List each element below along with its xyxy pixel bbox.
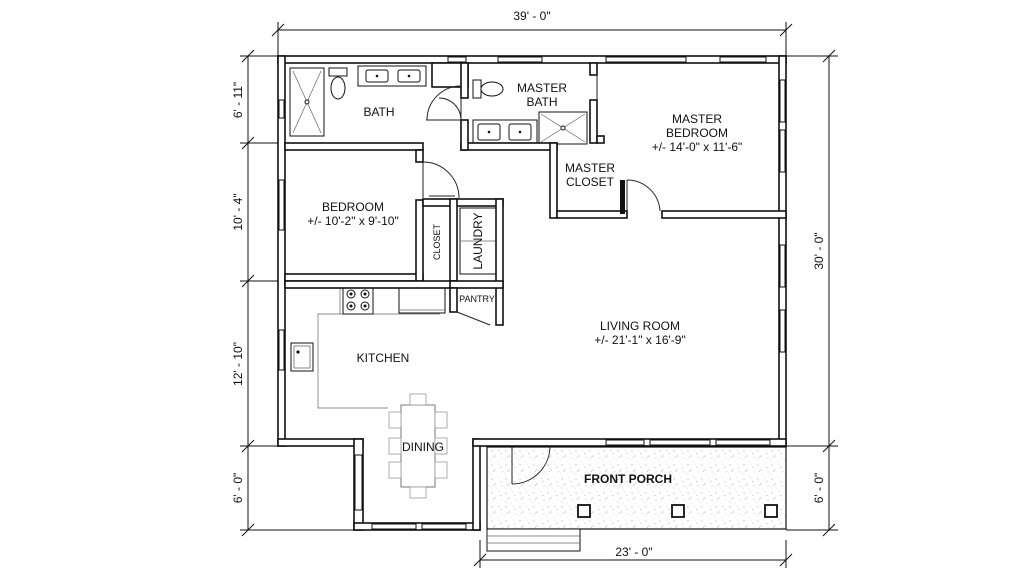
room-living-room: LIVING ROOM [600,319,680,333]
room-living-room-size: +/- 21'-1" x 16'-9" [594,333,685,347]
dining-table-icon [388,393,448,499]
front-porch [486,446,787,552]
dim-left-2: 10' - 4" [231,193,245,230]
porch-column [671,504,685,518]
master-toilet-icon [472,79,504,99]
dim-left-3: 12' - 10" [231,342,245,386]
shower-icon [538,111,588,145]
room-master-bedroom-size: +/- 14'-0" x 11'-6" [652,140,743,154]
dim-bottom: 23' - 0" [615,545,652,559]
toilet-icon [328,67,348,100]
room-laundry: LAUNDRY [471,212,485,269]
porch-steps [486,528,581,552]
room-master-bedroom-line2: BEDROOM [666,126,728,140]
room-bath: BATH [363,105,394,119]
room-master-closet-line1: MASTER [565,161,615,175]
porch-column [577,504,591,518]
room-dining: DINING [402,440,444,454]
porch-column [764,504,778,518]
kitchen-sink-icon [290,342,314,372]
dim-left-1: 6' - 11" [231,82,245,118]
dim-right-2: 6' - 0" [812,473,826,504]
interior-fixtures [289,65,623,499]
dimension-lines [240,22,838,568]
room-master-bath-line2: BATH [526,95,557,109]
master-vanity-icon [472,119,538,145]
stove-icon [342,286,374,315]
room-bedroom-size: +/- 10'-2" x 9'-10" [307,214,398,228]
room-bedroom: BEDROOM [322,200,384,214]
dim-right-1: 30' - 0" [812,232,826,269]
room-master-bath-line1: MASTER [517,81,567,95]
porch-slab [486,446,787,530]
vanity-sink-icon [357,65,427,87]
bathtub-icon [289,67,325,137]
room-kitchen: KITCHEN [357,351,410,365]
room-front-porch: FRONT PORCH [584,472,672,486]
dim-left-4: 6' - 0" [231,473,245,504]
room-master-closet-line2: CLOSET [566,175,615,189]
room-master-bedroom-line1: MASTER [672,112,722,126]
doors [422,75,661,485]
room-closet: CLOSET [432,223,442,260]
room-pantry: PANTRY [459,294,495,304]
dim-top: 39' - 0" [513,9,550,23]
windows [278,56,786,530]
refrigerator-icon [398,286,446,314]
